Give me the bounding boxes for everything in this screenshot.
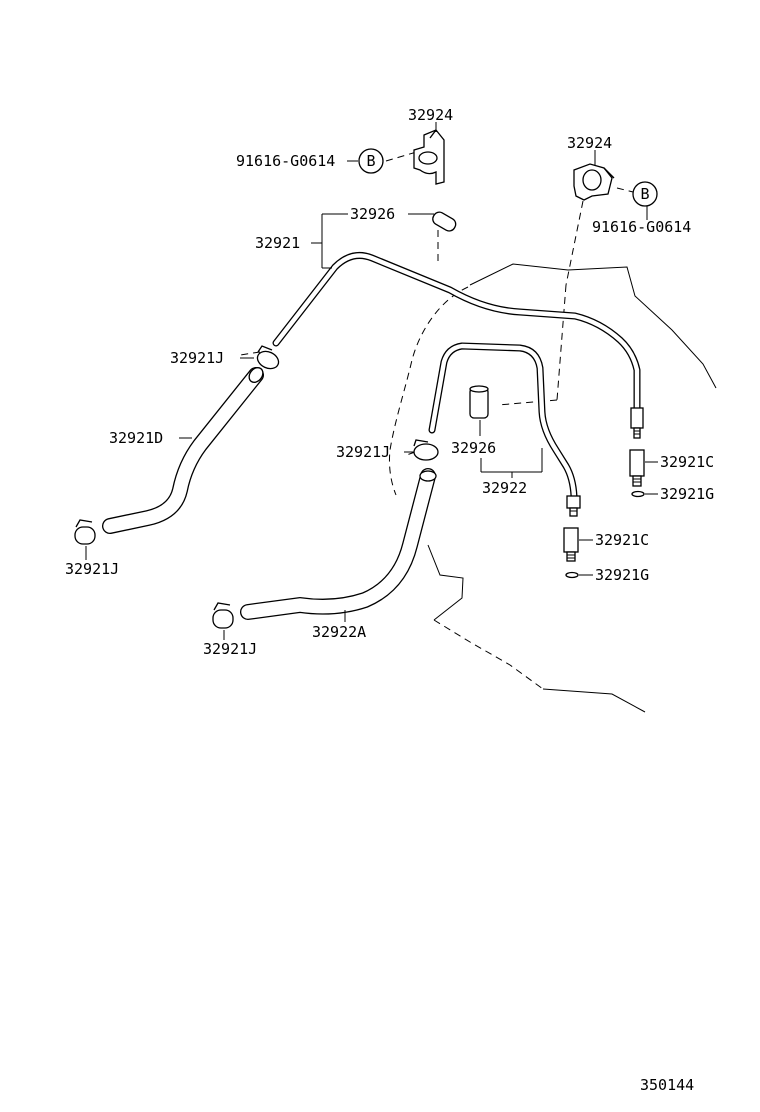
label-clamp-bottom: 32921J: [203, 640, 257, 658]
clamp-upper: [256, 345, 280, 370]
label-sleeve-middle: 32926: [451, 439, 496, 457]
leader-lines: [85, 122, 658, 640]
middle-tube: [428, 342, 578, 500]
label-hose-lower: 32922A: [312, 623, 366, 641]
lower-hose: [240, 468, 437, 620]
diagram-id: 350144: [640, 1076, 694, 1094]
sleeve-upper: [432, 211, 457, 232]
part-labels: 32924 91616-G0614 32924 91616-G0614 3292…: [65, 106, 714, 658]
svg-text:B: B: [640, 185, 649, 203]
label-bolt-right: 91616-G0614: [592, 218, 691, 236]
label-bracket-right: 32924: [567, 134, 612, 152]
bracket-left: [413, 129, 445, 185]
label-clamp-left-lower: 32921J: [65, 560, 119, 578]
union-upper: [629, 449, 645, 487]
svg-text:B: B: [366, 152, 375, 170]
clamp-middle: [413, 439, 439, 461]
label-bracket-left: 32924: [408, 106, 453, 124]
upper-tube-end-fitting: [630, 407, 644, 439]
clamp-left-lower: [74, 519, 96, 545]
label-bolt-left: 91616-G0614: [236, 152, 335, 170]
transmission-case-outline: [389, 263, 717, 713]
ref-mark-right: B: [632, 181, 658, 207]
label-clamp-middle: 32921J: [336, 443, 390, 461]
upper-tube: [272, 252, 641, 412]
label-clamp-upper: 32921J: [170, 349, 224, 367]
sleeve-middle: [469, 385, 489, 419]
gasket-lower: [565, 571, 579, 579]
clamp-bottom: [212, 602, 234, 629]
label-union-upper: 32921C: [660, 453, 714, 471]
ref-mark-left: B: [358, 148, 384, 174]
union-lower: [563, 527, 579, 562]
label-tube-upper: 32921: [255, 234, 300, 252]
label-gasket-lower: 32921G: [595, 566, 649, 584]
middle-tube-end-fitting: [566, 495, 581, 517]
label-hose-left: 32921D: [109, 429, 163, 447]
label-union-lower: 32921C: [595, 531, 649, 549]
gasket-upper: [631, 490, 645, 498]
label-tube-middle: 32922: [482, 479, 527, 497]
left-hose: [102, 367, 264, 534]
bracket-right: [573, 163, 615, 201]
label-gasket-upper: 32921G: [660, 485, 714, 503]
label-sleeve-upper: 32926: [350, 205, 395, 223]
